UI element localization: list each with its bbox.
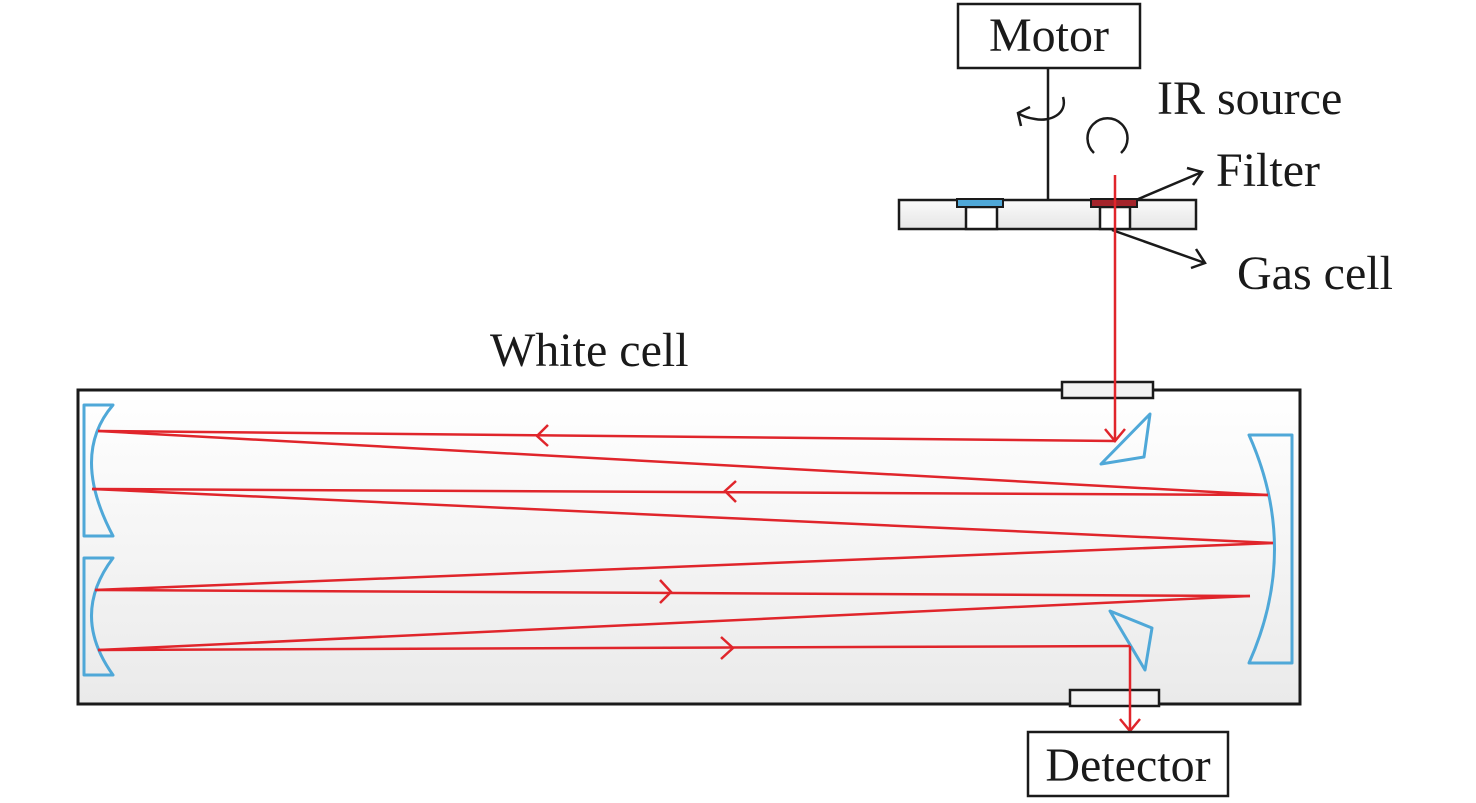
white-cell-label: White cell — [490, 324, 689, 377]
output-window — [1068, 688, 1161, 708]
rotation-arrow-icon — [1016, 96, 1066, 127]
output-prism — [1108, 609, 1154, 672]
filter-label: Filter — [1216, 144, 1320, 197]
left-lower-mirror — [82, 556, 115, 677]
ir-source-icon — [1086, 116, 1129, 154]
motor-label: Motor — [989, 9, 1109, 62]
optical-beam — [91, 175, 1274, 733]
reference-cell — [964, 205, 999, 231]
beam-arrow-left-2 — [723, 480, 737, 503]
gas-cell-label: Gas cell — [1237, 247, 1393, 300]
detector-box: Detector — [1026, 730, 1230, 798]
reference-filter — [956, 198, 1004, 208]
left-upper-mirror — [82, 403, 115, 538]
beam-arrow-right-1 — [659, 579, 673, 604]
gas-cell-pointer-arrow — [1111, 228, 1207, 270]
motor-box: Motor — [956, 2, 1142, 70]
input-prism — [1099, 412, 1152, 466]
detector-label: Detector — [1045, 739, 1210, 792]
filter-wheel — [897, 198, 1198, 231]
right-field-mirror — [1247, 433, 1294, 665]
white-cell-body — [76, 388, 1302, 706]
input-window — [1060, 380, 1155, 400]
ir-source-label: IR source — [1157, 72, 1342, 125]
beam-arrow-left-1 — [535, 424, 549, 447]
filter-pointer-arrow — [1135, 166, 1205, 202]
beam-arrow-right-2 — [720, 636, 735, 660]
